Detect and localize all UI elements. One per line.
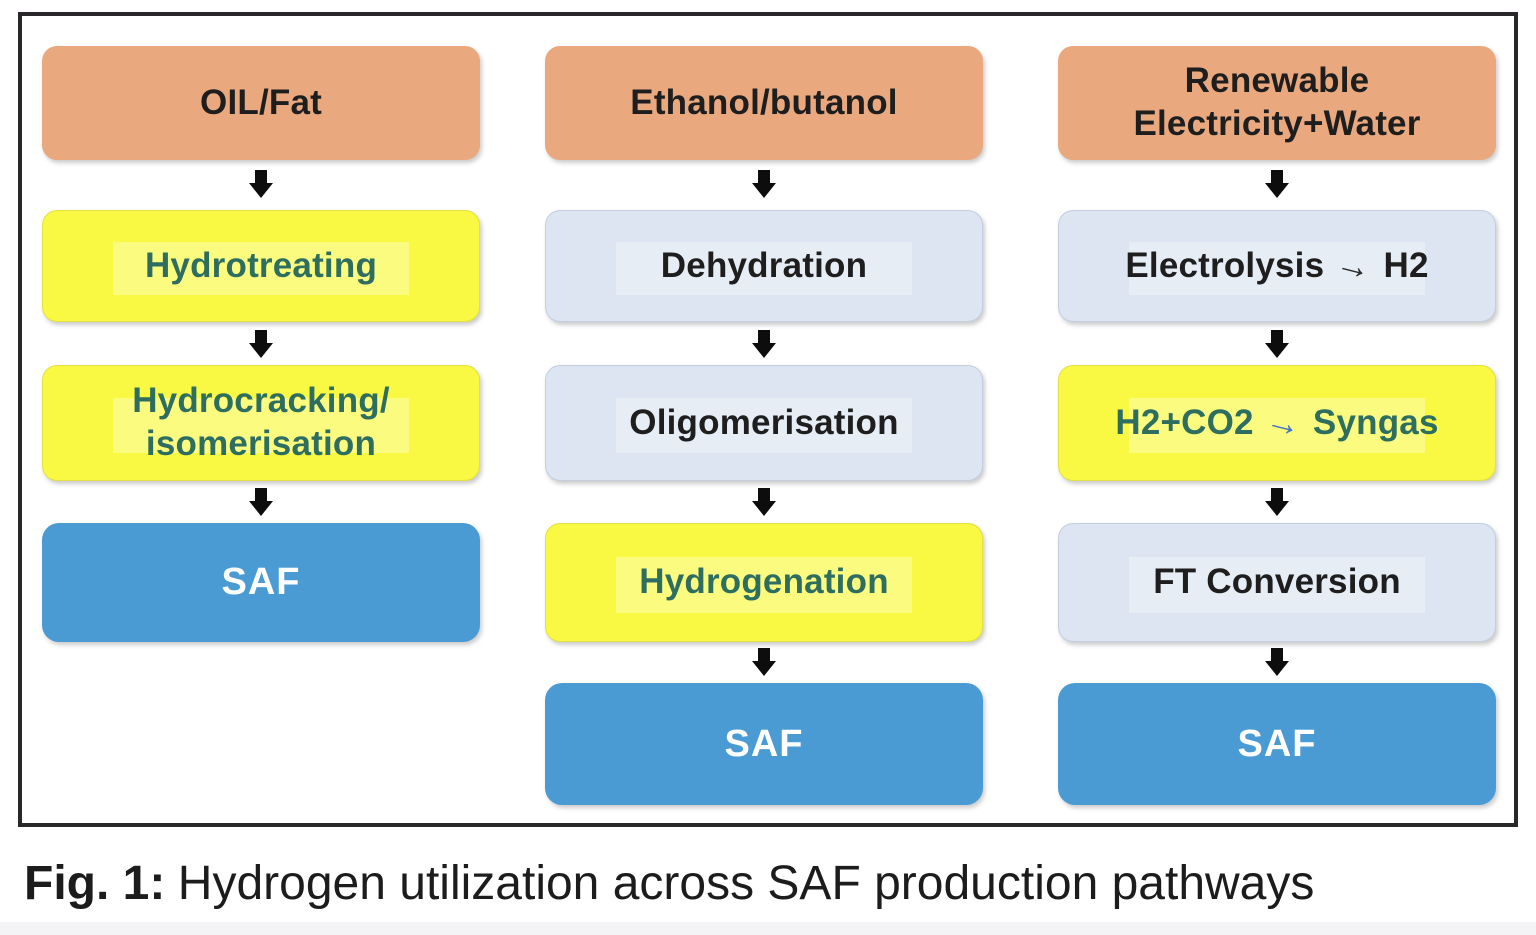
box-hydrogenation: Hydrogenation	[545, 523, 983, 642]
arrow-stem	[1271, 488, 1283, 501]
arrow-stem	[758, 488, 770, 501]
box-h2-co2-syngas: H2+CO2→Syngas	[1058, 365, 1496, 481]
figure-caption-text: Hydrogen utilization across SAF producti…	[177, 857, 1315, 910]
pathway-column-renewable-electricity: Renewable Electricity+Water Electrolysis…	[1058, 16, 1496, 823]
arrow-down-icon	[545, 330, 983, 358]
box-label: SAF	[724, 722, 804, 765]
arrow-head	[1265, 183, 1289, 198]
box-label: Electrolysis→H2	[1125, 242, 1429, 288]
arrow-down-icon	[1058, 170, 1496, 198]
box-label: Hydrocracking/ isomerisation	[132, 381, 390, 463]
box-dehydration: Dehydration	[545, 210, 983, 322]
box-label: H2+CO2→Syngas	[1115, 399, 1439, 445]
box-saf-ethanol-pathway: SAF	[545, 683, 983, 805]
arrow-down-icon	[545, 170, 983, 198]
arrow-head	[1265, 501, 1289, 516]
arrow-head	[752, 661, 776, 676]
label-pre: Electrolysis	[1125, 245, 1325, 285]
arrow-head	[752, 501, 776, 516]
arrow-stem	[255, 170, 267, 183]
box-label: SAF	[1237, 722, 1317, 765]
arrow-stem	[255, 488, 267, 501]
pathway-column-ethanol-butanol: Ethanol/butanol Dehydration Oligomerisat…	[545, 16, 983, 823]
arrow-stem	[1271, 170, 1283, 183]
figure-caption: Fig. 1:Hydrogen utilization across SAF p…	[24, 856, 1529, 911]
arrow-down-icon	[42, 330, 480, 358]
box-label: Ethanol/butanol	[630, 82, 898, 122]
arrow-head	[249, 501, 273, 516]
label-pre: H2+CO2	[1115, 402, 1254, 442]
arrow-head	[752, 343, 776, 358]
box-oil-fat: OIL/Fat	[42, 46, 480, 160]
box-oligomerisation: Oligomerisation	[545, 365, 983, 481]
pathway-column-oil-fat: OIL/Fat Hydrotreating Hydrocracking/ iso…	[42, 16, 480, 823]
arrow-stem	[758, 330, 770, 343]
arrow-down-icon	[42, 488, 480, 516]
arrow-head	[1265, 661, 1289, 676]
box-label: SAF	[221, 561, 301, 604]
right-arrow-glyph: →	[1332, 242, 1376, 289]
box-label: Oligomerisation	[629, 402, 899, 442]
arrow-head	[1265, 343, 1289, 358]
box-renewable-electricity-water: Renewable Electricity+Water	[1058, 46, 1496, 160]
arrow-stem	[1271, 648, 1283, 661]
right-arrow-glyph: →	[1261, 399, 1306, 446]
arrow-head	[249, 183, 273, 198]
box-ethanol-butanol: Ethanol/butanol	[545, 46, 983, 160]
figure-caption-number: Fig. 1:	[24, 857, 166, 910]
box-label: OIL/Fat	[200, 82, 322, 122]
arrow-down-icon	[42, 170, 480, 198]
box-label: Dehydration	[660, 245, 868, 285]
diagram-frame: OIL/Fat Hydrotreating Hydrocracking/ iso…	[18, 12, 1518, 827]
arrow-down-icon	[545, 488, 983, 516]
box-saf-ptl-pathway: SAF	[1058, 683, 1496, 805]
box-label: Hydrogenation	[639, 562, 889, 602]
box-ft-conversion: FT Conversion	[1058, 523, 1496, 642]
box-saf-oil-pathway: SAF	[42, 523, 480, 642]
arrow-down-icon	[545, 648, 983, 676]
label-post: Syngas	[1312, 402, 1439, 442]
box-label: FT Conversion	[1153, 562, 1401, 602]
box-label: Hydrotreating	[144, 245, 378, 285]
box-electrolysis-h2: Electrolysis→H2	[1058, 210, 1496, 322]
arrow-down-icon	[1058, 648, 1496, 676]
box-hydrocracking-isomerisation: Hydrocracking/ isomerisation	[42, 365, 480, 481]
arrow-head	[249, 343, 273, 358]
arrow-head	[752, 183, 776, 198]
label-post: H2	[1383, 245, 1429, 285]
arrow-down-icon	[1058, 488, 1496, 516]
box-label: Renewable Electricity+Water	[1133, 61, 1421, 143]
arrow-stem	[758, 170, 770, 183]
arrow-stem	[758, 648, 770, 661]
box-hydrotreating: Hydrotreating	[42, 210, 480, 322]
arrow-down-icon	[1058, 330, 1496, 358]
arrow-stem	[1271, 330, 1283, 343]
arrow-stem	[255, 330, 267, 343]
footer-strip	[0, 922, 1536, 935]
